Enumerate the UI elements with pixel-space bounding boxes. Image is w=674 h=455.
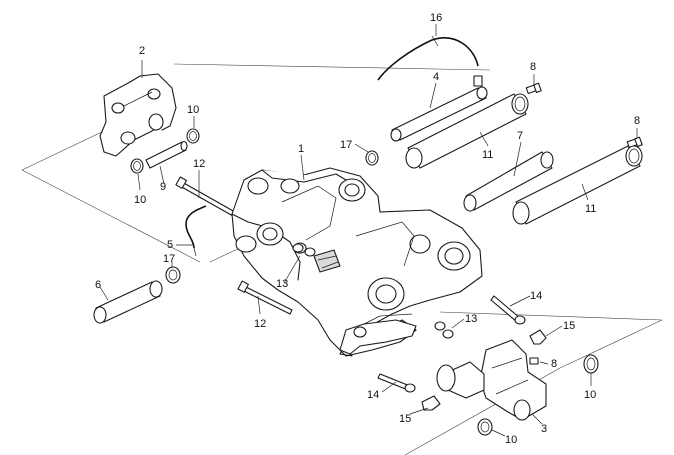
grease-nipple-part-8-lower xyxy=(529,357,539,365)
bolt-part-14-lower xyxy=(377,373,416,393)
callout-12-upper: 12 xyxy=(193,158,205,170)
spring-clip-part-5 xyxy=(185,205,207,257)
callout-17-top: 17 xyxy=(340,139,352,151)
bracket-part-2 xyxy=(99,73,177,157)
washer-part-17-left xyxy=(165,266,181,284)
main-frame-hook xyxy=(339,319,417,355)
callout-7: 7 xyxy=(517,130,523,142)
callout-8-top: 8 xyxy=(530,61,536,73)
callout-10-lower-right: 10 xyxy=(584,389,596,401)
washer-parts-10-upper xyxy=(130,128,200,174)
sleeve-part-11-upper xyxy=(405,93,529,169)
fitting-part-15-upper xyxy=(529,329,547,345)
grease-nipple-part-8-top xyxy=(525,82,542,95)
washer-part-17-top xyxy=(365,150,379,166)
callout-10-lower: 10 xyxy=(505,434,517,446)
grease-nipple-part-8-right xyxy=(626,136,643,149)
callout-3: 3 xyxy=(541,423,547,435)
fitting-part-15-lower xyxy=(421,395,441,411)
pin-part-6 xyxy=(93,280,163,324)
callout-15-lower: 15 xyxy=(399,413,411,425)
callout-5: 5 xyxy=(167,239,173,251)
callout-11-upper: 11 xyxy=(482,149,493,161)
callout-12-lower: 12 xyxy=(254,318,266,330)
washer-parts-10-lower xyxy=(477,354,599,436)
callout-15-upper: 15 xyxy=(563,320,575,332)
pin-part-9 xyxy=(145,140,188,169)
hydraulic-cylinder-part-3 xyxy=(436,339,547,421)
cable-part-16 xyxy=(377,35,479,81)
assembly-guide-lines xyxy=(21,63,663,455)
callout-1: 1 xyxy=(298,143,304,155)
sleeve-part-11-lower xyxy=(512,145,643,225)
main-frame-part-1 xyxy=(231,167,483,357)
callout-13-left: 13 xyxy=(276,278,288,290)
callout-10-upper-left: 10 xyxy=(134,194,146,206)
bolt-part-12-lower xyxy=(237,280,293,315)
callout-14-upper: 14 xyxy=(530,290,542,302)
callout-4: 4 xyxy=(433,71,439,83)
callout-8-right: 8 xyxy=(634,115,640,127)
pin-part-7 xyxy=(463,151,554,212)
callout-2: 2 xyxy=(139,45,145,57)
callout-9: 9 xyxy=(160,181,166,193)
callout-6: 6 xyxy=(95,279,101,291)
callout-11-lower: 11 xyxy=(585,203,596,215)
callout-13-right: 13 xyxy=(465,313,477,325)
callout-10-upper-right: 10 xyxy=(187,104,199,116)
callout-8-lower: 8 xyxy=(551,358,557,370)
callout-16: 16 xyxy=(430,12,442,24)
callout-labels: 2 10 10 9 12 5 17 6 1 16 4 17 11 8 7 8 1… xyxy=(95,12,640,446)
cylinder-part-4 xyxy=(390,75,488,142)
leader-lines xyxy=(99,24,638,437)
bolt-part-14-upper xyxy=(490,295,526,325)
nut-parts-13 xyxy=(292,243,454,339)
callout-17-left: 17 xyxy=(163,253,175,265)
callout-14-lower: 14 xyxy=(367,389,379,401)
